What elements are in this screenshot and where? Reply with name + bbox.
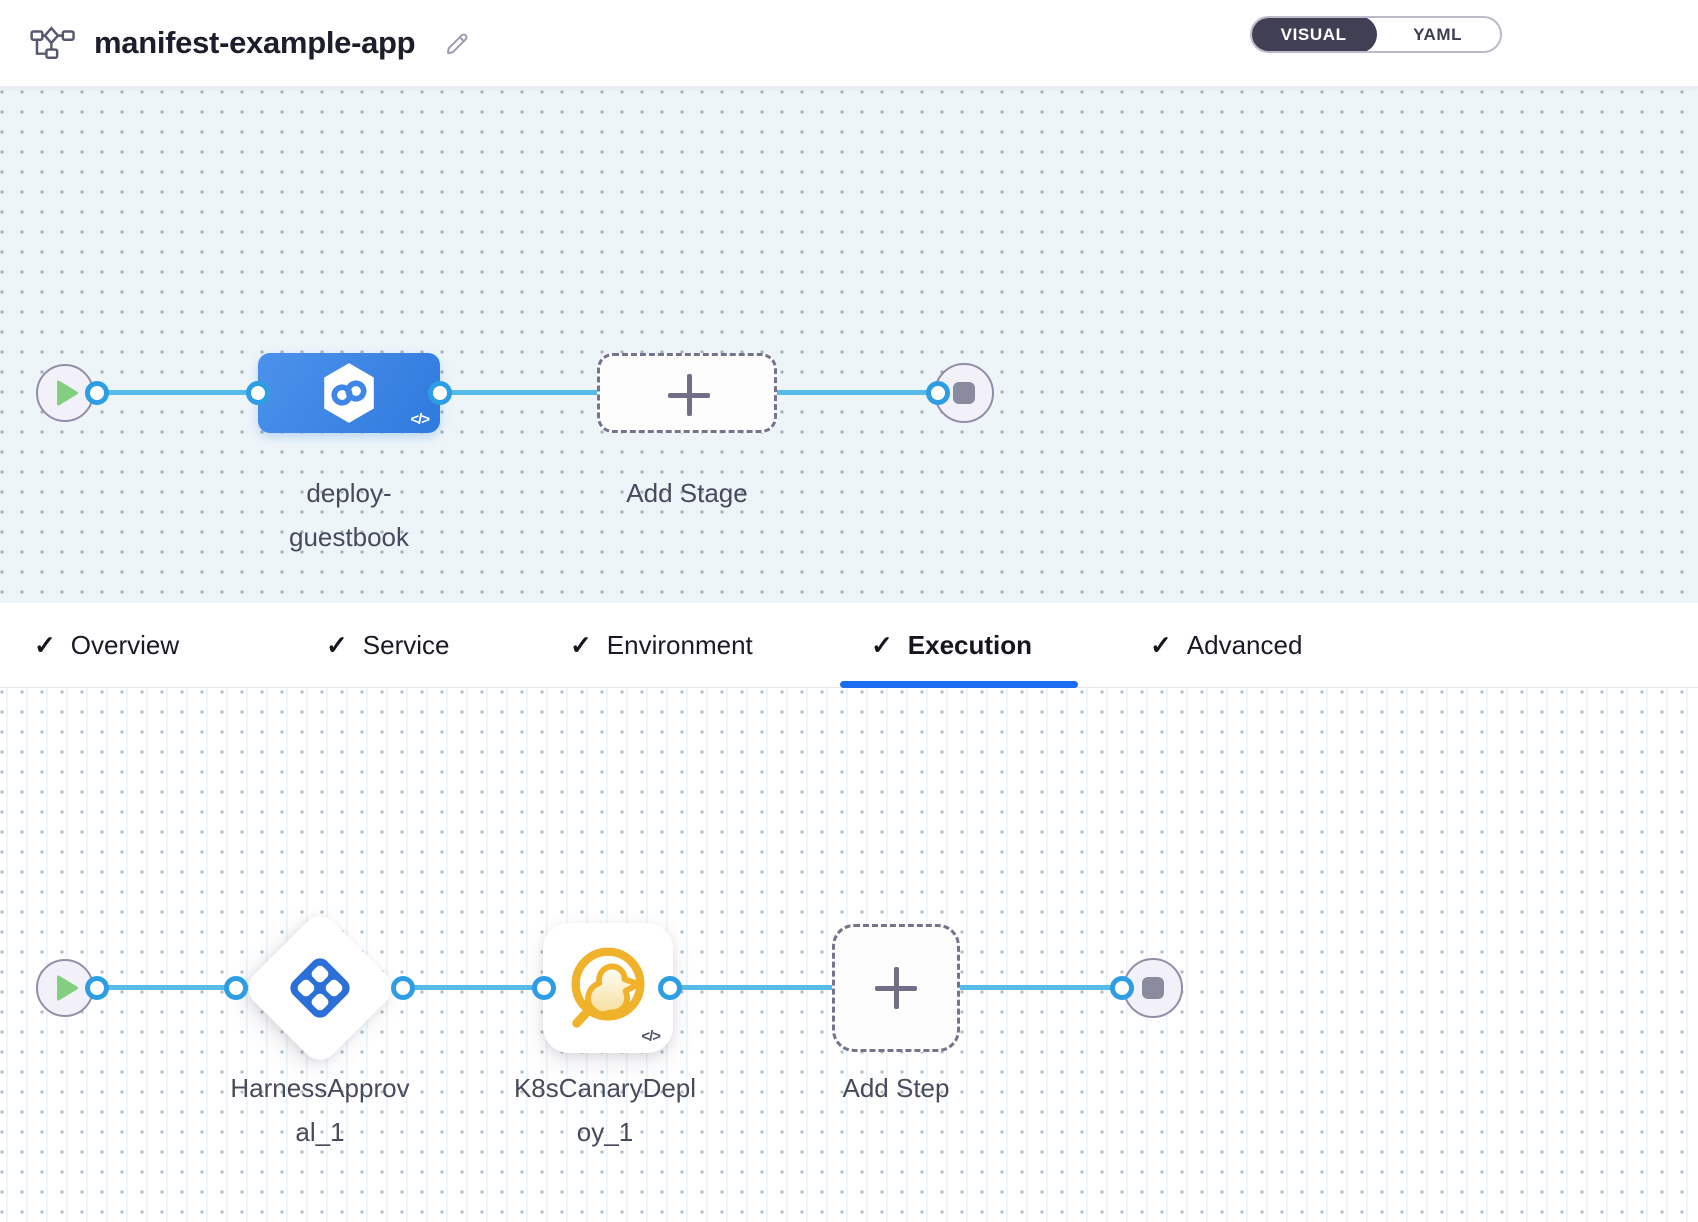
check-icon: ✓: [34, 630, 56, 660]
stage-label-line: guestbook: [289, 522, 409, 552]
pipeline-title: manifest-example-app: [94, 25, 416, 60]
canary-deploy-icon: [571, 947, 645, 1028]
active-tab-underline: [840, 681, 1078, 688]
pipeline-start-node[interactable]: [36, 364, 94, 422]
check-icon: ✓: [326, 630, 348, 660]
step-label-line: HarnessApprov: [230, 1073, 410, 1103]
tab-overview[interactable]: ✓ Overview: [34, 603, 179, 687]
add-stage-label: Add Stage: [626, 478, 748, 508]
connector-port: [428, 381, 452, 405]
stage-node-label: deploy- guestbook: [237, 471, 461, 559]
stage-connector-line: [66, 390, 938, 395]
stop-icon: [1142, 977, 1164, 999]
stage-node-deploy-guestbook[interactable]: </>: [258, 353, 440, 433]
cd-stage-hexagon-icon: [324, 363, 374, 423]
stage-label-line: deploy-: [306, 478, 392, 508]
add-step-label: Add Step: [842, 1073, 950, 1103]
stop-icon: [953, 382, 975, 404]
tab-label: Advanced: [1186, 629, 1303, 660]
toggle-yaml-button[interactable]: YAML: [1413, 24, 1463, 44]
tab-environment[interactable]: ✓ Environment: [570, 603, 753, 687]
add-stage-button[interactable]: [597, 353, 777, 433]
toggle-visual-button[interactable]: VISUAL: [1252, 18, 1378, 51]
step-label-harness-approval: HarnessApprov al_1: [210, 1066, 430, 1154]
step-label-k8s-canary: K8sCanaryDepl oy_1: [495, 1066, 715, 1154]
tab-label: Execution: [907, 629, 1033, 660]
connector-port: [224, 976, 248, 1000]
step-label-line: K8sCanaryDepl: [513, 1073, 697, 1103]
step-node-k8s-canary-deploy[interactable]: </>: [543, 923, 673, 1053]
stage-graph-canvas: </> deploy- guestbook Add Stage: [0, 88, 1698, 603]
execution-start-node[interactable]: [36, 959, 94, 1017]
connector-port: [532, 976, 556, 1000]
add-step-button[interactable]: [832, 924, 960, 1052]
execution-end-node: [1123, 958, 1183, 1018]
harness-approval-icon: [290, 958, 350, 1018]
connector-port: [658, 976, 682, 1000]
connector-port: [391, 976, 415, 1000]
play-icon: [57, 380, 78, 406]
connector-port: [85, 381, 109, 405]
play-icon: [57, 975, 78, 1001]
check-icon: ✓: [570, 630, 592, 660]
edit-pencil-icon[interactable]: [441, 28, 471, 58]
tab-label: Service: [362, 629, 450, 660]
step-label-line: oy_1: [576, 1117, 634, 1147]
step-node-harness-approval[interactable]: [240, 908, 400, 1068]
header-bar: manifest-example-app VISUAL YAML: [0, 0, 1698, 88]
tab-advanced[interactable]: ✓ Advanced: [1150, 603, 1302, 687]
connector-port: [926, 381, 950, 405]
execution-graph-canvas: </> HarnessApprov al_1 K8sCanaryDepl oy_…: [0, 688, 1698, 1222]
pipeline-flowchart-icon: [30, 22, 76, 64]
check-icon: ✓: [1150, 630, 1172, 660]
tab-service[interactable]: ✓ Service: [326, 603, 450, 687]
connector-port: [85, 976, 109, 1000]
step-code-badge: </>: [641, 1028, 661, 1045]
tab-label: Overview: [70, 629, 180, 660]
plus-icon: [668, 374, 710, 416]
plus-icon: [875, 967, 917, 1009]
visual-yaml-toggle: VISUAL YAML: [1250, 16, 1502, 53]
stage-code-badge: </>: [410, 411, 430, 428]
check-icon: ✓: [871, 630, 893, 660]
step-label-line: al_1: [295, 1117, 345, 1147]
tab-label: Environment: [606, 629, 753, 660]
connector-port: [1110, 976, 1134, 1000]
stage-config-tabbar: ✓ Overview ✓ Service ✓ Environment ✓ Exe…: [0, 603, 1698, 688]
connector-port: [246, 381, 270, 405]
tab-execution[interactable]: ✓ Execution: [871, 603, 1032, 687]
